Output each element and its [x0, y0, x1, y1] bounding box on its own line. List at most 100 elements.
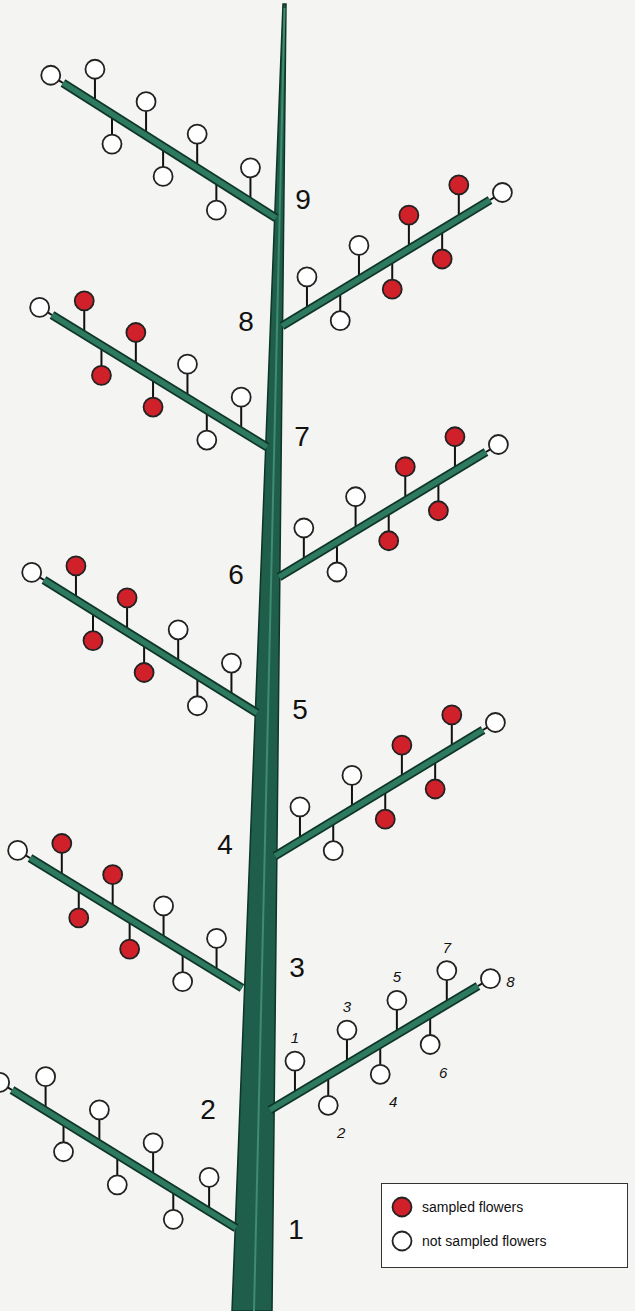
flower-number: 1	[291, 1030, 299, 1045]
branch-number: 2	[200, 1096, 216, 1124]
flower	[102, 135, 121, 154]
branch	[30, 291, 267, 449]
branch-body	[275, 730, 483, 856]
sampled-flower	[69, 908, 88, 927]
legend-entry: not sampled flowers	[390, 1224, 619, 1258]
branch-number: 5	[292, 696, 308, 724]
sampled-flower	[103, 865, 122, 884]
branch	[41, 60, 276, 220]
flower	[144, 1133, 163, 1152]
sampled-flower	[126, 323, 145, 342]
flower	[8, 841, 27, 860]
branch-outline	[30, 858, 242, 988]
branch-body	[44, 580, 257, 713]
flower	[54, 1142, 73, 1161]
legend-swatch-box	[390, 1229, 414, 1253]
flower	[241, 158, 260, 177]
flower	[164, 1210, 183, 1229]
sampled-flower	[383, 280, 402, 299]
branch-outline	[44, 580, 257, 713]
branch-outline	[12, 1090, 236, 1228]
branch-body	[30, 858, 242, 988]
flower	[285, 1052, 304, 1071]
sampled-flower	[442, 705, 461, 724]
branch-outline	[270, 986, 478, 1110]
flower	[489, 435, 508, 454]
flower	[137, 92, 156, 111]
flower	[324, 841, 343, 860]
branch	[275, 705, 505, 860]
flower	[232, 388, 251, 407]
sampled-flower	[92, 366, 111, 385]
flower	[0, 1073, 9, 1092]
branch	[282, 175, 512, 330]
flower	[22, 563, 41, 582]
branch-number: 4	[217, 831, 233, 859]
flower	[36, 1067, 55, 1086]
flower-number: 4	[389, 1094, 397, 1109]
flower	[337, 1021, 356, 1040]
branch-outline	[63, 83, 276, 218]
branch-body	[270, 986, 478, 1110]
branch-body	[12, 1090, 236, 1228]
legend-swatch	[393, 1198, 412, 1217]
branch-body	[279, 452, 486, 577]
flower	[319, 1096, 338, 1115]
branch	[270, 961, 500, 1115]
sampled-flower	[120, 940, 139, 959]
branch-body	[282, 200, 490, 326]
flower	[188, 696, 207, 715]
branch	[22, 556, 257, 715]
legend-label: not sampled flowers	[422, 1233, 547, 1249]
flower	[371, 1065, 390, 1084]
sampled-flower	[135, 663, 154, 682]
flower	[297, 267, 316, 286]
flower	[188, 125, 207, 144]
flower-number: 7	[443, 939, 451, 954]
flower	[222, 654, 241, 673]
flower	[421, 1035, 440, 1054]
flower	[154, 167, 173, 186]
legend-box: sampled flowers not sampled flowers	[381, 1183, 628, 1268]
sampled-flower	[144, 398, 163, 417]
sampled-flower	[445, 427, 464, 446]
branch-number: 9	[295, 186, 311, 214]
flower	[493, 183, 512, 202]
flower	[486, 713, 505, 732]
sampled-flower	[83, 631, 102, 650]
sampled-flower	[429, 501, 448, 520]
flower	[90, 1100, 109, 1119]
sampled-flower	[66, 556, 85, 575]
flower	[173, 972, 192, 991]
branch-body	[52, 315, 267, 447]
flower-number: 5	[393, 969, 401, 984]
flower	[108, 1175, 127, 1194]
flower	[349, 236, 368, 255]
flower-number: 2	[337, 1125, 345, 1140]
branch-outline	[279, 452, 486, 577]
branch-body	[63, 83, 276, 218]
branch-number: 1	[288, 1216, 304, 1244]
sampled-flower	[118, 588, 137, 607]
flower-number: 8	[506, 973, 514, 988]
branch	[0, 1067, 236, 1229]
flower	[169, 620, 188, 639]
flower	[30, 298, 49, 317]
flower	[331, 311, 350, 330]
flower	[327, 563, 346, 582]
branch-number: 3	[289, 954, 305, 982]
flower	[387, 991, 406, 1010]
flower-number: 3	[343, 999, 351, 1014]
flower	[178, 355, 197, 374]
sampled-flower	[52, 834, 71, 853]
flower	[41, 66, 60, 85]
branch	[8, 834, 242, 991]
flower	[342, 766, 361, 785]
flower	[154, 896, 173, 915]
flower	[207, 201, 226, 220]
branch-number: 6	[228, 561, 244, 589]
legend-entry: sampled flowers	[390, 1190, 619, 1224]
branch	[279, 427, 508, 581]
flower-number: 6	[439, 1064, 447, 1079]
